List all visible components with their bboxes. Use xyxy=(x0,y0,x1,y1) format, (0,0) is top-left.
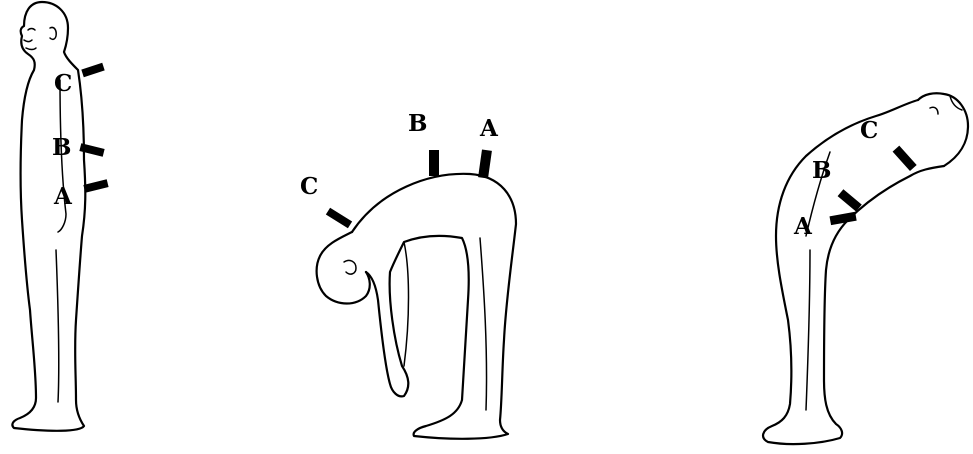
figure-standing: C B A xyxy=(12,2,108,431)
backward-body-outline xyxy=(763,100,944,444)
forward-marker-a xyxy=(478,149,492,178)
standing-ear xyxy=(50,27,56,39)
forward-label-a: A xyxy=(479,115,499,142)
standing-label-a: A xyxy=(53,183,73,210)
backward-marker-a xyxy=(830,212,857,225)
forward-marker-c xyxy=(326,208,352,229)
figure-forward-bend: C B A xyxy=(300,110,516,439)
standing-label-c: C xyxy=(54,70,72,97)
standing-leg-line xyxy=(56,250,59,402)
backward-label-b: B xyxy=(812,157,831,184)
backward-leg-line xyxy=(806,250,810,410)
standing-body-outline xyxy=(12,2,85,431)
standing-face xyxy=(24,29,36,50)
backward-head xyxy=(918,93,968,166)
forward-head xyxy=(317,232,370,304)
standing-marker-a xyxy=(83,179,108,193)
forward-body-outline xyxy=(352,174,516,439)
forward-label-c: C xyxy=(300,173,318,200)
standing-label-b: B xyxy=(52,134,71,161)
backward-marker-b xyxy=(838,189,862,211)
forward-ear xyxy=(344,260,356,274)
backward-face xyxy=(930,96,962,114)
forward-arm xyxy=(404,242,409,366)
backward-label-c: C xyxy=(860,117,878,144)
forward-marker-b xyxy=(429,150,439,176)
backward-label-a: A xyxy=(793,213,813,240)
forward-label-b: B xyxy=(408,110,427,137)
forward-leg-line xyxy=(480,238,487,410)
backward-marker-c xyxy=(893,146,917,171)
standing-marker-c xyxy=(81,63,104,77)
figure-backward-bend: C B A xyxy=(763,93,968,444)
